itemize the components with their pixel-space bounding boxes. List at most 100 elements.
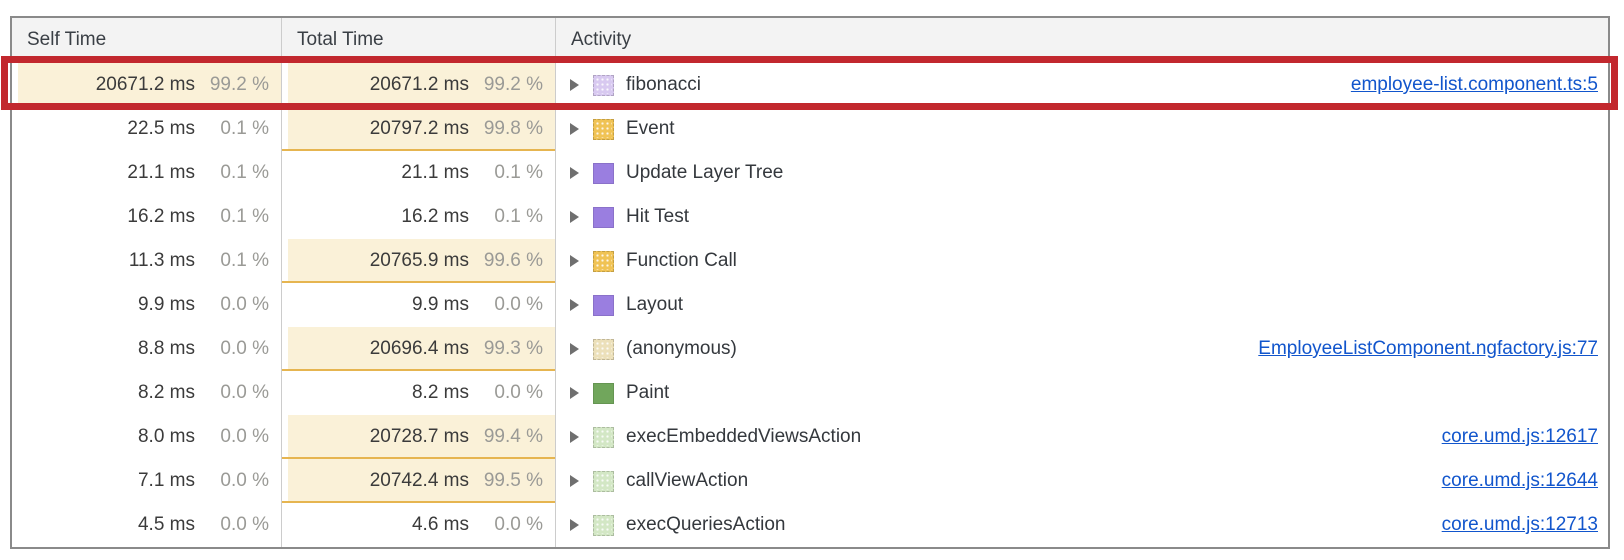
activity-label: Layout [626,294,684,315]
self-time-percent: 0.0 % [220,426,269,447]
source-location-link[interactable]: core.umd.js:12713 [1441,514,1598,535]
self-time-percent: 0.1 % [220,118,269,139]
self-time-percent: 0.0 % [220,294,269,315]
total-time-percent: 0.0 % [494,382,543,403]
table-row[interactable]: 16.2 ms 0.1 % 16.2 ms 0.1 % Hit Test [12,195,1608,239]
category-swatch-icon-scripting-function [593,470,614,492]
table-row[interactable]: 22.5 ms 0.1 % 20797.2 ms 99.8 % Event [12,107,1608,151]
disclosure-triangle-icon[interactable] [570,431,579,443]
self-time-cell: 11.3 ms 0.1 % [12,239,282,283]
column-header-activity[interactable]: Activity [571,29,632,50]
activity-cell: Update Layer Tree [556,151,1608,195]
disclosure-triangle-icon[interactable] [570,387,579,399]
total-time-cell: 16.2 ms 0.1 % [282,195,556,239]
self-time-percent: 99.2 % [209,74,269,95]
self-time-percent: 0.0 % [220,382,269,403]
category-swatch-icon-scripting-js-frame [593,74,614,96]
disclosure-triangle-icon[interactable] [570,343,579,355]
category-swatch-icon-scripting [593,250,614,272]
activity-cell: Function Call [556,239,1608,283]
activity-label: Event [626,118,675,139]
table-row[interactable]: 20671.2 ms 99.2 % 20671.2 ms 99.2 % fibo… [12,63,1608,107]
disclosure-triangle-icon[interactable] [570,211,579,223]
activity-label: execEmbeddedViewsAction [626,426,862,447]
total-time-cell: 20696.4 ms 99.3 % [282,327,556,371]
disclosure-triangle-icon[interactable] [570,255,579,267]
column-header-self-time[interactable]: Self Time [12,18,282,62]
disclosure-triangle-icon[interactable] [570,79,579,91]
activity-cell: execEmbeddedViewsAction core.umd.js:1261… [556,415,1608,459]
total-time-cell: 20742.4 ms 99.5 % [282,459,556,503]
disclosure-triangle-icon[interactable] [570,123,579,135]
total-time-percent: 99.5 % [483,470,543,491]
self-time-value: 8.2 ms [137,382,195,403]
total-time-value: 20765.9 ms [369,250,469,271]
activity-label: Function Call [626,250,737,271]
self-time-cell: 7.1 ms 0.0 % [12,459,282,503]
self-time-value: 20671.2 ms [95,74,195,95]
disclosure-triangle-icon[interactable] [570,167,579,179]
self-time-percent: 0.0 % [220,338,269,359]
activity-label: (anonymous) [626,338,737,359]
total-time-cell: 20728.7 ms 99.4 % [282,415,556,459]
self-time-value: 8.8 ms [137,338,195,359]
total-time-value: 4.6 ms [411,514,469,535]
total-time-percent: 0.1 % [494,162,543,183]
table-row[interactable]: 8.0 ms 0.0 % 20728.7 ms 99.4 % execEmbed… [12,415,1608,459]
total-time-cell: 4.6 ms 0.0 % [282,503,556,547]
self-time-cell: 21.1 ms 0.1 % [12,151,282,195]
total-time-percent: 0.1 % [494,206,543,227]
self-time-value: 22.5 ms [127,118,195,139]
category-swatch-icon-scripting [593,118,614,140]
activity-cell: Event [556,107,1608,151]
total-time-value: 20696.4 ms [369,338,469,359]
source-location-link[interactable]: employee-list.component.ts:5 [1350,74,1598,95]
total-time-cell: 8.2 ms 0.0 % [282,371,556,415]
self-time-cell: 8.0 ms 0.0 % [12,415,282,459]
source-location-link[interactable]: EmployeeListComponent.ngfactory.js:77 [1258,338,1598,359]
self-time-cell: 22.5 ms 0.1 % [12,107,282,151]
activity-cell: callViewAction core.umd.js:12644 [556,459,1608,503]
table-row[interactable]: 21.1 ms 0.1 % 21.1 ms 0.1 % Update Layer… [12,151,1608,195]
total-time-cell: 20765.9 ms 99.6 % [282,239,556,283]
activity-label: execQueriesAction [626,514,786,535]
total-time-percent: 0.0 % [494,294,543,315]
self-time-percent: 0.1 % [220,206,269,227]
total-time-cell: 9.9 ms 0.0 % [282,283,556,327]
self-time-cell: 9.9 ms 0.0 % [12,283,282,327]
self-time-percent: 0.0 % [220,514,269,535]
category-swatch-icon-scripting-anonymous [593,338,614,360]
disclosure-triangle-icon[interactable] [570,299,579,311]
self-time-value: 21.1 ms [127,162,195,183]
total-time-value: 8.2 ms [411,382,469,403]
column-header-total-time[interactable]: Total Time [282,18,556,62]
source-location-link[interactable]: core.umd.js:12617 [1441,426,1598,447]
total-time-percent: 99.4 % [483,426,543,447]
activity-cell: Hit Test [556,195,1608,239]
source-location-link[interactable]: core.umd.js:12644 [1441,470,1598,491]
table-row[interactable]: 4.5 ms 0.0 % 4.6 ms 0.0 % execQueriesAct… [12,503,1608,547]
activity-cell: Layout [556,283,1608,327]
table-row[interactable]: 8.2 ms 0.0 % 8.2 ms 0.0 % Paint [12,371,1608,415]
activity-cell: execQueriesAction core.umd.js:12713 [556,503,1608,547]
total-time-percent: 0.0 % [494,514,543,535]
self-time-cell: 8.2 ms 0.0 % [12,371,282,415]
total-time-cell: 20797.2 ms 99.8 % [282,107,556,151]
table-row[interactable]: 7.1 ms 0.0 % 20742.4 ms 99.5 % callViewA… [12,459,1608,503]
call-tree-table: Self Time Total Time Activity 20671.2 ms… [10,16,1610,549]
self-time-cell: 8.8 ms 0.0 % [12,327,282,371]
total-time-value: 9.9 ms [411,294,469,315]
total-time-percent: 99.2 % [483,74,543,95]
table-row[interactable]: 8.8 ms 0.0 % 20696.4 ms 99.3 % (anonymou… [12,327,1608,371]
total-time-value: 21.1 ms [401,162,469,183]
table-row[interactable]: 9.9 ms 0.0 % 9.9 ms 0.0 % Layout [12,283,1608,327]
total-time-value: 20797.2 ms [369,118,469,139]
activity-cell: fibonacci employee-list.component.ts:5 [556,63,1608,107]
self-time-value: 7.1 ms [137,470,195,491]
total-time-cell: 21.1 ms 0.1 % [282,151,556,195]
disclosure-triangle-icon[interactable] [570,519,579,531]
table-body: 20671.2 ms 99.2 % 20671.2 ms 99.2 % fibo… [12,63,1608,547]
disclosure-triangle-icon[interactable] [570,475,579,487]
self-time-cell: 20671.2 ms 99.2 % [12,63,282,107]
table-row[interactable]: 11.3 ms 0.1 % 20765.9 ms 99.6 % Function… [12,239,1608,283]
